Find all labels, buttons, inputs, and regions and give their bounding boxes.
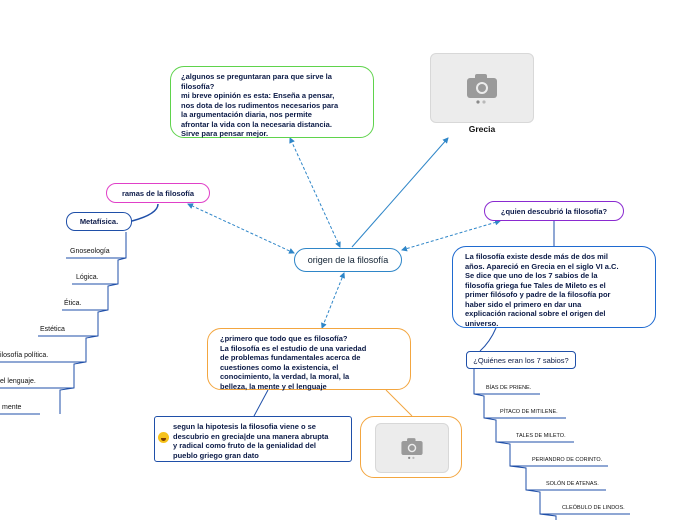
discoverer-description[interactable]: La filosofía existe desde más de dos mil…: [452, 246, 656, 328]
opinion-line: filosofía?: [181, 81, 215, 91]
branch-item[interactable]: Gnoseología: [70, 248, 110, 255]
definition-line: de problemas fundamentales acerca de: [220, 353, 361, 362]
opinion-line: mi breve opinión es esta: Enseña a pensa…: [181, 91, 335, 100]
description-line: filosofía griega fue Tales de Mileto es …: [465, 280, 606, 290]
opinion-line: la argumentación diaria, nos permite: [181, 110, 312, 119]
description-line: universo.: [465, 318, 499, 328]
sage-item[interactable]: PERIANDRO DE CORINTO.: [532, 457, 603, 463]
hypothesis-topic[interactable]: segun la hipotesis la filosofia viene o …: [154, 416, 352, 462]
definition-line: conocimiento, la verdad, la moral, la: [220, 372, 350, 381]
description-line: La filosofía existe desde más de dos mil: [465, 252, 608, 261]
image-placeholder: [375, 423, 449, 473]
opinion-line: afrontar la vida con la necesaria distan…: [181, 119, 332, 129]
branch-item[interactable]: ilosofía política.: [0, 352, 49, 359]
hypothesis-line: pueblo griego gran dato: [173, 450, 259, 460]
definition-line: La filosofía es el estudio de una varied…: [220, 343, 367, 353]
opinion-topic[interactable]: ¿algunos se preguntaran para que sirve l…: [170, 66, 374, 138]
opinion-line: ¿algunos se preguntaran para que sirve l…: [181, 72, 332, 81]
opinion-line: nos dota de los rudimentos necesarios pa…: [181, 100, 339, 110]
sage-item[interactable]: SOLÓN DE ATENAS.: [546, 481, 599, 487]
discoverer-topic[interactable]: ¿quien descubrió la filosofía?: [484, 201, 624, 221]
discoverer-label: ¿quien descubrió la filosofía?: [500, 206, 608, 216]
smiley-icon: [158, 432, 169, 443]
definition-line: belleza, la mente y el lenguaje: [220, 381, 327, 391]
hypothesis-line: segun la hipotesis la filosofia viene o …: [173, 422, 316, 431]
central-topic[interactable]: origen de la filosofía: [294, 248, 402, 272]
hypothesis-line: y radical como fruto de la genialidad de…: [173, 441, 316, 450]
central-topic-label: origen de la filosofía: [307, 255, 389, 265]
sage-item[interactable]: PÍTACO DE MITILENE.: [500, 409, 558, 415]
camera-icon: [401, 438, 423, 460]
definition-topic[interactable]: ¿primero que todo que es filosofía? La f…: [207, 328, 411, 391]
camera-icon: [467, 74, 497, 104]
branch-item[interactable]: Estética: [40, 326, 65, 333]
definition-line: ¿primero que todo que es filosofía?: [220, 334, 348, 343]
opinion-line: Sirve para pensar mejor.: [181, 129, 269, 138]
hypothesis-line: descubrio en grecia|de una manera abrupt…: [173, 431, 329, 441]
sage-item[interactable]: TALES DE MILETO.: [516, 433, 566, 439]
description-line: explicación racional sobre el origen del: [465, 309, 606, 318]
branches-topic[interactable]: ramas de la filosofía: [106, 183, 210, 203]
branch-item[interactable]: Ética.: [64, 300, 82, 307]
image-topic[interactable]: [360, 416, 462, 478]
description-line: primer filósofo y padre de la filosofía …: [465, 290, 611, 299]
grecia-caption: Grecia: [468, 124, 496, 134]
description-line: años. Apareció en Grecia en el siglo VI …: [465, 261, 619, 271]
seven-sages-label: ¿Quiénes eran los 7 sabios?: [473, 355, 569, 365]
metaphysics-topic[interactable]: Metafísica.: [66, 212, 132, 231]
grecia-image[interactable]: [430, 53, 534, 123]
branch-item[interactable]: mente: [2, 404, 22, 411]
description-line: Se dice que uno de los 7 sabios de la: [465, 271, 598, 280]
branch-item[interactable]: Lógica.: [76, 274, 99, 281]
sage-item[interactable]: BÍAS DE PRIENE.: [486, 385, 532, 391]
sage-item[interactable]: CLEÓBULO DE LINDOS.: [562, 505, 625, 511]
seven-sages-topic[interactable]: ¿Quiénes eran los 7 sabios?: [466, 351, 576, 369]
description-line: haber sido el primero en dar una: [465, 299, 582, 309]
branch-item[interactable]: el lenguaje.: [0, 378, 36, 385]
branches-topic-label: ramas de la filosofía: [121, 188, 195, 198]
metaphysics-label: Metafísica.: [79, 217, 119, 226]
definition-line: cuestiones como la existencia, el: [220, 362, 339, 372]
